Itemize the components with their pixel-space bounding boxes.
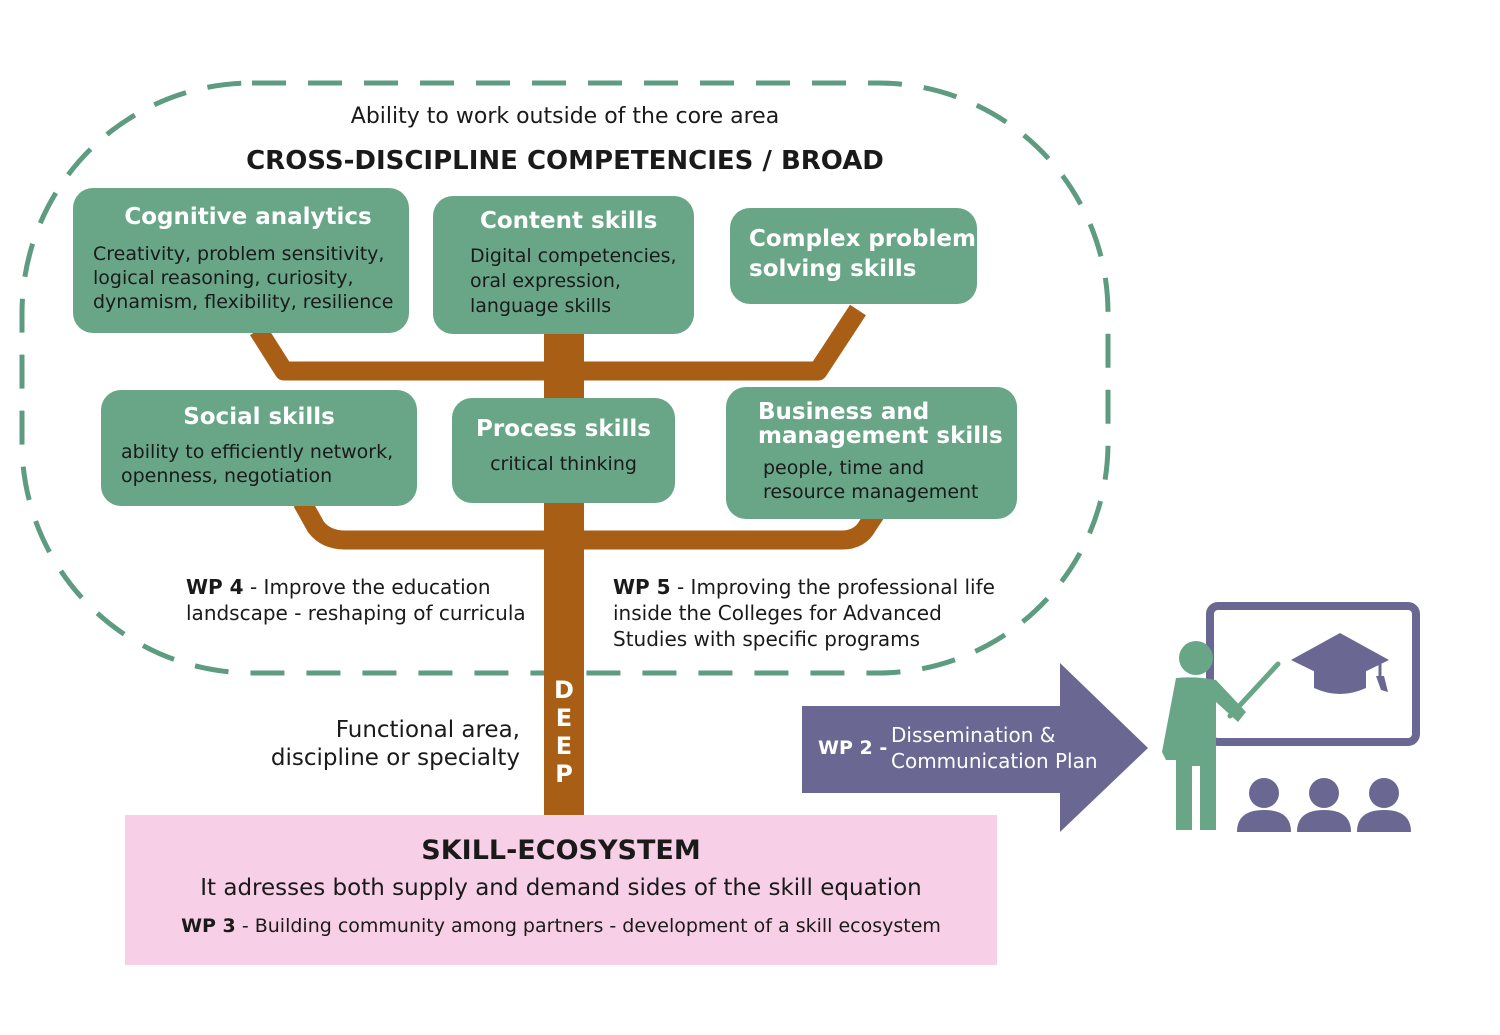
cognitive-analytics-title: Cognitive analytics (124, 204, 372, 230)
title-line: Complex problem (749, 226, 976, 252)
desc-line: openness, negotiation (121, 465, 333, 487)
wp4-line-1: WP 4 - Improve the education (186, 574, 526, 600)
wp2-line: Communication Plan (891, 749, 1098, 773)
process-skills-title: Process skills (476, 416, 651, 442)
content-skills-desc: Digital competencies, oral expression, l… (470, 244, 694, 319)
deep-letter: E (555, 732, 573, 760)
wp5-line-2: inside the Colleges for Advanced (613, 601, 942, 625)
functional-line: discipline or specialty (270, 745, 520, 771)
complex-problem-solving-title: Complex problem solving skills (749, 224, 977, 284)
wp5-line-1: WP 5 - Improving the professional life (613, 574, 995, 600)
audience-person-icon (1297, 778, 1351, 832)
wp4-note: WP 4 - Improve the education landscape -… (186, 574, 526, 626)
process-skills-box: Process skills critical thinking (452, 398, 675, 503)
wp2-label: WP 2 - (818, 737, 888, 759)
cognitive-analytics-box: Cognitive analytics Creativity, problem … (73, 188, 409, 333)
cognitive-analytics-desc: Creativity, problem sensitivity, logical… (93, 242, 409, 314)
complex-problem-solving-box: Complex problem solving skills (730, 208, 977, 304)
wp3-label: WP 3 (181, 915, 236, 937)
title-line: Business and (758, 399, 930, 425)
desc-line: oral expression, (470, 270, 621, 292)
business-management-desc: people, time and resource management (763, 456, 1017, 504)
audience-icons (1237, 778, 1411, 832)
functional-line: Functional area, (335, 717, 520, 743)
desc-line: ability to efficiently network, (121, 441, 394, 463)
content-skills-box: Content skills Digital competencies, ora… (433, 196, 694, 334)
graduation-cap-icon (1291, 633, 1389, 694)
wp2-text: Dissemination & Communication Plan (891, 722, 1098, 774)
desc-line: Creativity, problem sensitivity, (93, 243, 385, 265)
desc-line: language skills (470, 295, 612, 317)
business-management-title: Business and management skills (758, 400, 1017, 448)
wp5-note: WP 5 - Improving the professional life i… (613, 574, 995, 652)
desc-line: people, time and (763, 457, 925, 479)
deep-letter: D (554, 676, 574, 704)
social-skills-title: Social skills (183, 404, 335, 430)
title-line: management skills (758, 423, 1003, 449)
board-icon (1206, 602, 1420, 746)
desc-line: dynamism, flexibility, resilience (93, 291, 394, 313)
broad-subtitle: Ability to work outside of the core area (350, 104, 780, 129)
functional-area-label: Functional area, discipline or specialty (220, 716, 520, 772)
title-line: solving skills (749, 256, 917, 282)
deep-letter: E (555, 704, 573, 732)
wp4-line-2: landscape - reshaping of curricula (186, 601, 526, 625)
audience-person-icon (1357, 778, 1411, 832)
broad-title: CROSS-DISCIPLINE COMPETENCIES / BROAD (246, 146, 884, 176)
lower-branch (293, 497, 886, 550)
social-skills-desc: ability to efficiently network, openness… (121, 440, 417, 488)
process-skills-desc: critical thinking (452, 452, 675, 476)
content-skills-title: Content skills (480, 208, 658, 234)
desc-line: Digital competencies, (470, 245, 677, 267)
wp2-arrow (802, 663, 1148, 832)
wp4-label: WP 4 (186, 575, 244, 599)
wp4-text: - Improve the education (243, 575, 491, 599)
teacher-icon (1162, 641, 1281, 830)
classroom-illustration (1162, 602, 1420, 832)
deep-label: D E E P (544, 676, 584, 788)
skill-ecosystem-box: SKILL-ECOSYSTEM It adresses both supply … (125, 815, 997, 965)
wp3-text: - Building community among partners - de… (235, 915, 941, 937)
broad-competencies-boundary (19, 80, 1111, 676)
desc-line: resource management (763, 481, 979, 503)
audience-person-icon (1237, 778, 1291, 832)
deep-letter: P (555, 760, 573, 788)
wp2-line: Dissemination & (891, 723, 1056, 747)
wp5-label: WP 5 (613, 575, 671, 599)
ecosystem-subtitle: It adresses both supply and demand sides… (200, 875, 922, 901)
desc-line: logical reasoning, curiosity, (93, 267, 354, 289)
social-skills-box: Social skills ability to efficiently net… (101, 390, 417, 506)
wp5-line-3: Studies with specific programs (613, 627, 921, 651)
wp3-note: WP 3 - Building community among partners… (125, 915, 997, 937)
business-management-box: Business and management skills people, t… (726, 387, 1017, 519)
wp5-text: - Improving the professional life (670, 575, 995, 599)
desc-line: critical thinking (490, 453, 637, 475)
ecosystem-title: SKILL-ECOSYSTEM (421, 835, 701, 866)
